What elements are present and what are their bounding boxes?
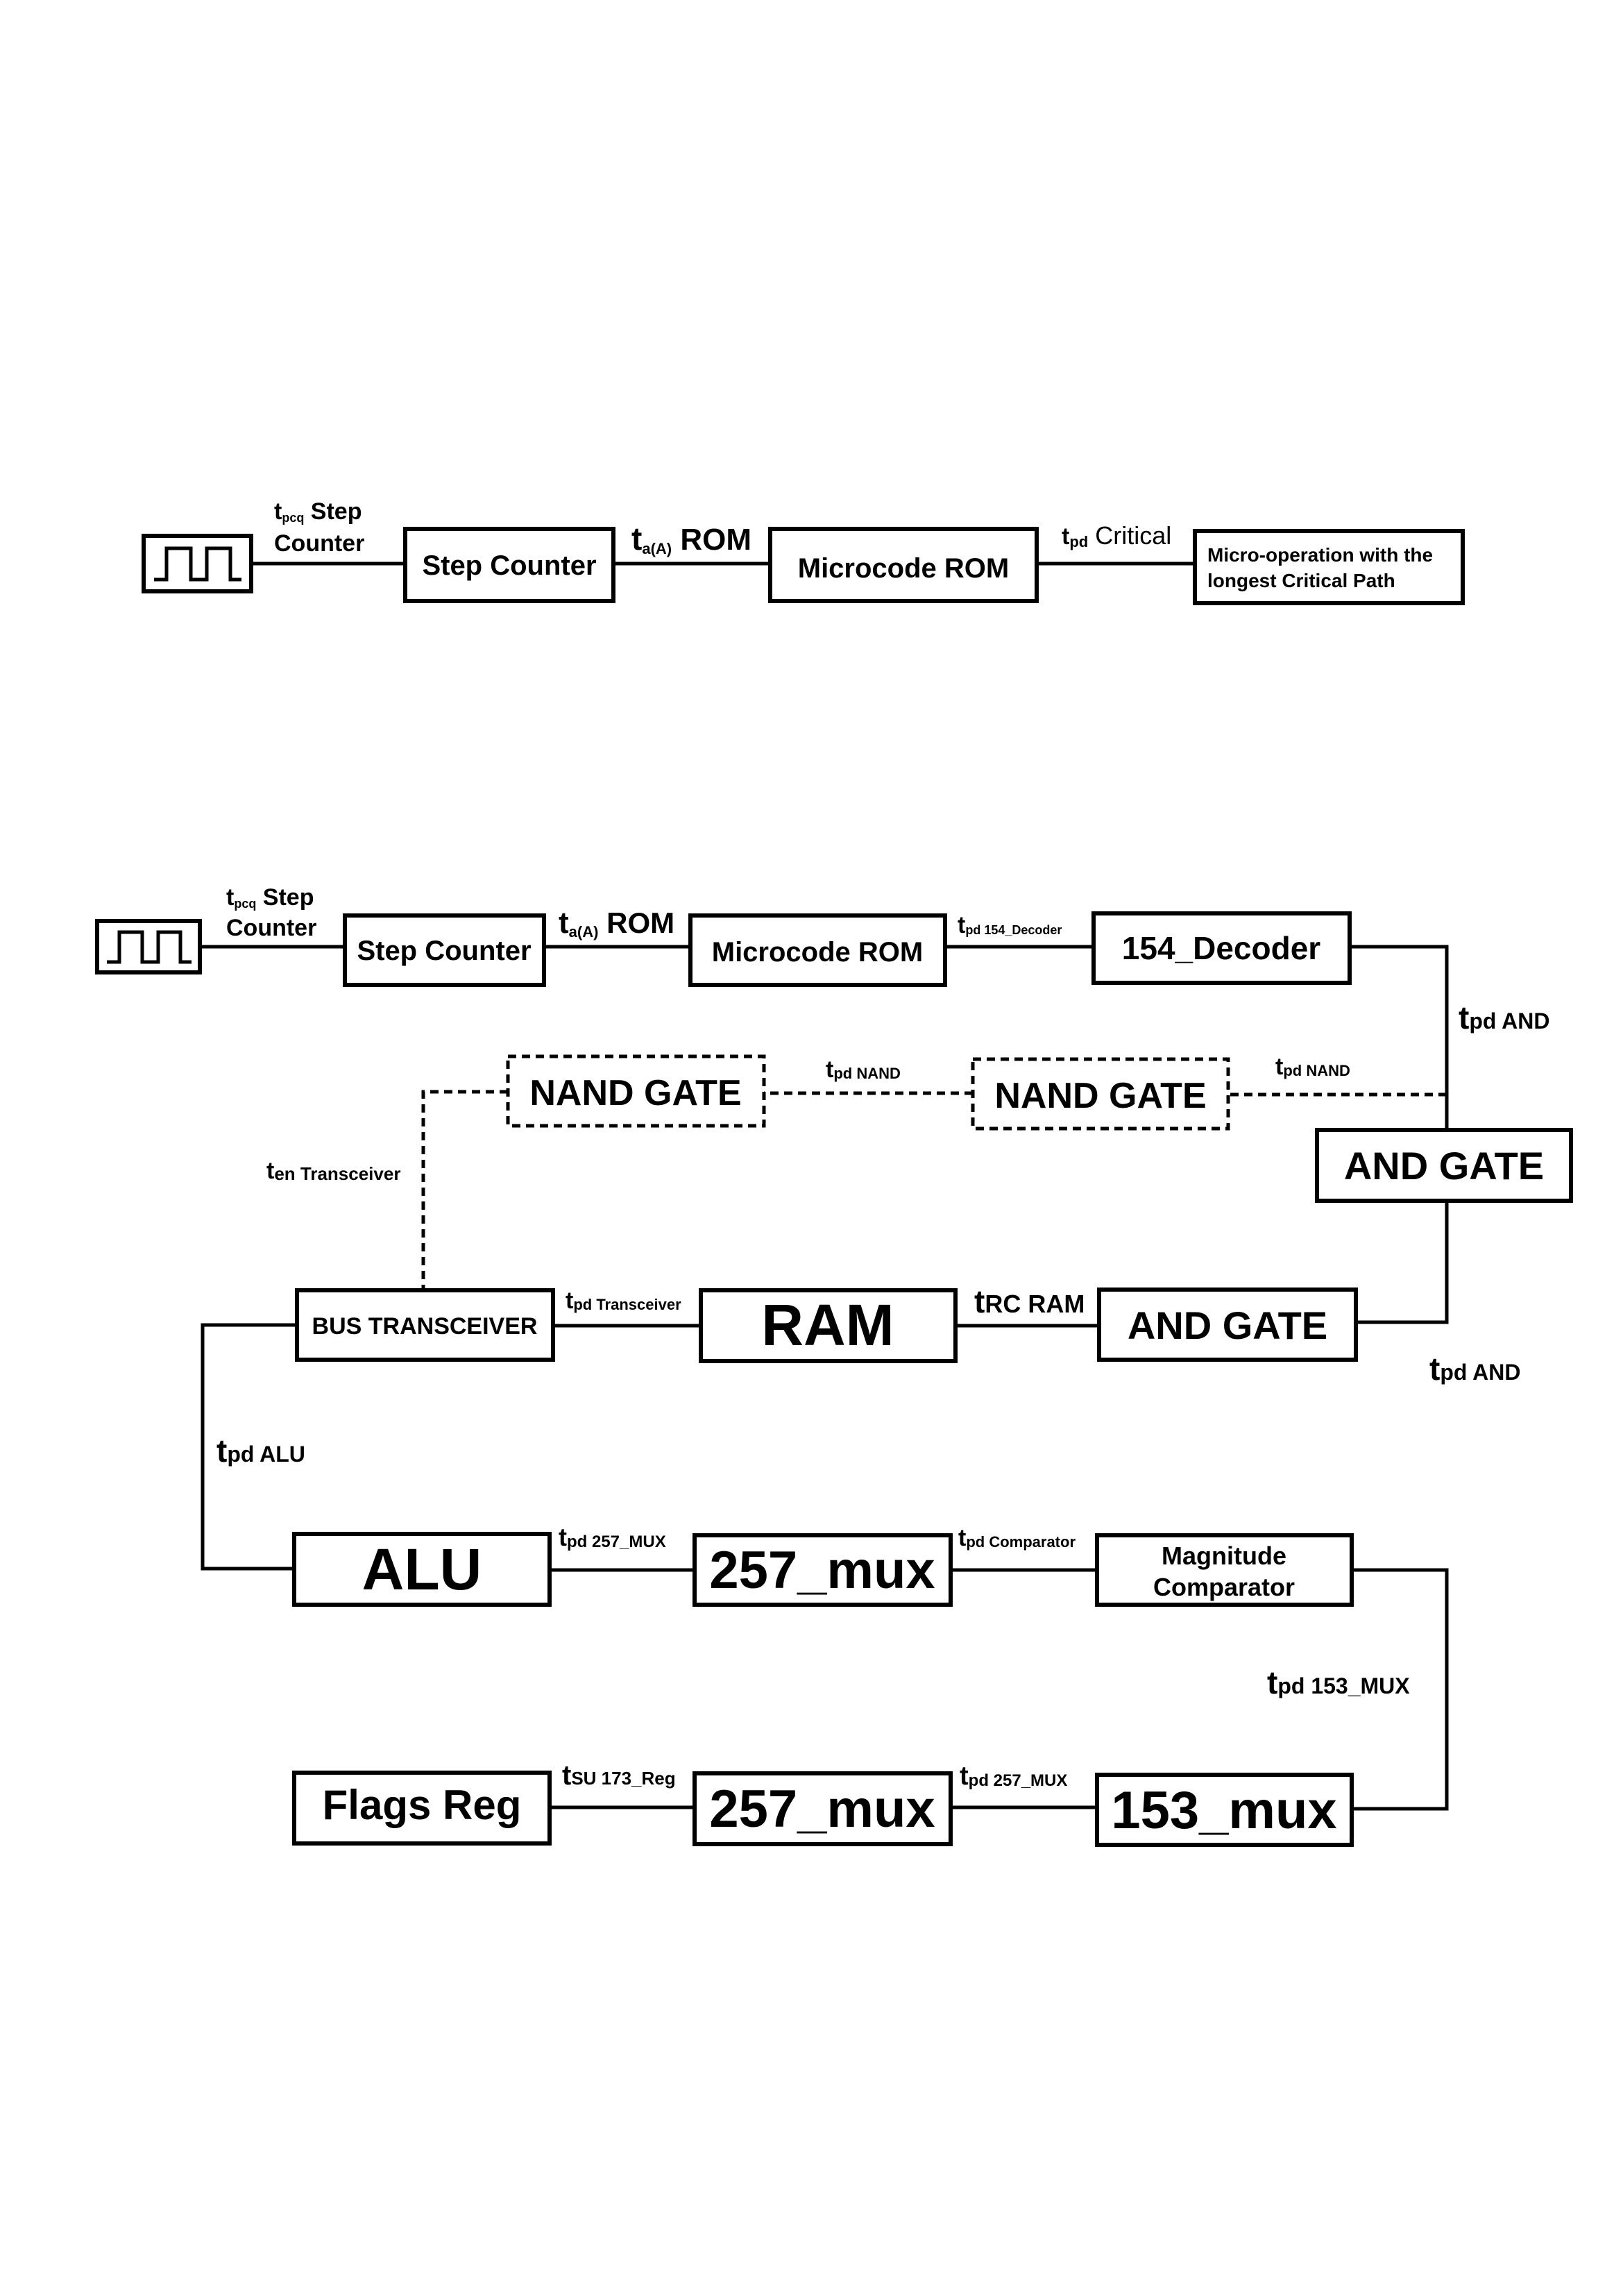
microcode-rom-box — [688, 913, 947, 987]
timing-label-tpd-decoder: tpd 154_Decoder — [958, 912, 1062, 938]
clock-2 — [95, 919, 202, 974]
comparator-line1: Magnitude — [1162, 1542, 1286, 1570]
mux-257-label-1: 257_mux — [709, 1541, 935, 1600]
timing-label-tpd-alu: tpd ALU — [216, 1433, 305, 1469]
timing-label-tpd-and-top: tpd AND — [1459, 999, 1549, 1036]
timing-label-tpd-257mux-2: tpd 257_MUX — [960, 1762, 1067, 1791]
and-gate-label-2: AND GATE — [1128, 1303, 1327, 1347]
svg-text:Counter: Counter — [274, 530, 364, 557]
comparator-box — [1095, 1533, 1354, 1607]
mux-153-label: 153_mux — [1111, 1781, 1336, 1840]
flags-reg-box — [292, 1771, 552, 1846]
mux-257-box-2 — [692, 1771, 953, 1846]
step-counter-label: Step Counter — [357, 936, 531, 966]
step-counter-box — [403, 527, 615, 603]
timing-label-ta-rom-1: ta(A) ROM — [631, 521, 751, 557]
timing-label-tpd-transceiver: tpd Transceiver — [566, 1288, 681, 1314]
and-gate-label-1: AND GATE — [1344, 1144, 1544, 1188]
svg-text:tpcq Step: tpcq Step — [226, 884, 314, 911]
clock-1 — [142, 534, 253, 593]
diagram-1: Step Counter Microcode ROM Micro-operati… — [142, 498, 1465, 605]
step-counter-label: Step Counter — [422, 550, 596, 581]
timing-label-tpcq-2: tpcq Step Counter — [226, 884, 316, 941]
square-wave-clock-icon — [95, 919, 202, 974]
timing-label-tpd-nand-right: tpd NAND — [1275, 1054, 1350, 1080]
decoder-label: 154_Decoder — [1122, 930, 1320, 966]
alu-label: ALU — [362, 1537, 482, 1602]
and-gate-box-2 — [1097, 1288, 1358, 1362]
nand-gate-label-2: NAND GATE — [994, 1076, 1206, 1116]
diagram-2: Step Counter Microcode ROM 154_Decoder A… — [95, 884, 1573, 1847]
flags-reg-label: Flags Reg — [323, 1782, 522, 1828]
wire-and-and — [1356, 1201, 1449, 1324]
wire-transceiver-alu — [201, 1323, 297, 1571]
ram-label: RAM — [761, 1292, 894, 1358]
bus-transceiver-box — [295, 1288, 555, 1362]
timing-label-ten-transceiver: ten Transceiver — [266, 1158, 400, 1184]
svg-text:Counter: Counter — [226, 915, 316, 941]
timing-label-tpd-153mux: tpd 153_MUX — [1267, 1664, 1410, 1700]
microcode-rom-label: Microcode ROM — [798, 553, 1009, 584]
timing-label-tpd-and-bottom: tpd AND — [1429, 1351, 1520, 1387]
wire-nand-transceiver-dashed — [421, 1090, 508, 1290]
wire-comparator-mux153 — [1352, 1568, 1449, 1811]
mux-257-label-2: 257_mux — [709, 1780, 935, 1839]
micro-operation-line1: Micro-operation with the — [1207, 544, 1433, 566]
timing-label-ta-rom-2: ta(A) ROM — [559, 906, 674, 940]
nand-gate-box-1 — [506, 1054, 766, 1128]
micro-operation-box — [1193, 529, 1465, 605]
svg-text:tpcq Step: tpcq Step — [274, 498, 362, 525]
decoder-box — [1091, 911, 1352, 985]
microcode-rom-label: Microcode ROM — [712, 937, 923, 968]
nand-gate-box-2 — [971, 1057, 1230, 1131]
timing-label-trc-ram: tRC RAM — [974, 1283, 1085, 1319]
timing-label-tpd-comparator: tpd Comparator — [958, 1525, 1076, 1551]
timing-label-tsu-173reg: tSU 173_Reg — [562, 1760, 676, 1791]
ram-box — [699, 1288, 958, 1363]
wire-decoder-and — [1350, 945, 1449, 1130]
mux-257-box-1 — [692, 1533, 953, 1607]
micro-operation-line2: longest Critical Path — [1207, 570, 1395, 591]
comparator-line2: Comparator — [1153, 1573, 1295, 1601]
square-wave-clock-icon — [142, 534, 253, 593]
timing-label-tpd-critical: tpd Critical — [1062, 521, 1171, 550]
timing-label-tpd-nand-mid: tpd NAND — [826, 1056, 901, 1083]
timing-label-tpd-257mux-1: tpd 257_MUX — [559, 1523, 666, 1551]
step-counter-box — [343, 913, 546, 987]
mux-153-box — [1095, 1773, 1354, 1847]
and-gate-box-1 — [1315, 1128, 1573, 1203]
microcode-rom-box — [768, 527, 1039, 603]
alu-box — [292, 1532, 552, 1607]
timing-label-tpcq-1: tpcq Step Counter — [274, 498, 364, 557]
nand-gate-label-1: NAND GATE — [529, 1073, 741, 1113]
bus-transceiver-label: BUS TRANSCEIVER — [312, 1313, 538, 1340]
